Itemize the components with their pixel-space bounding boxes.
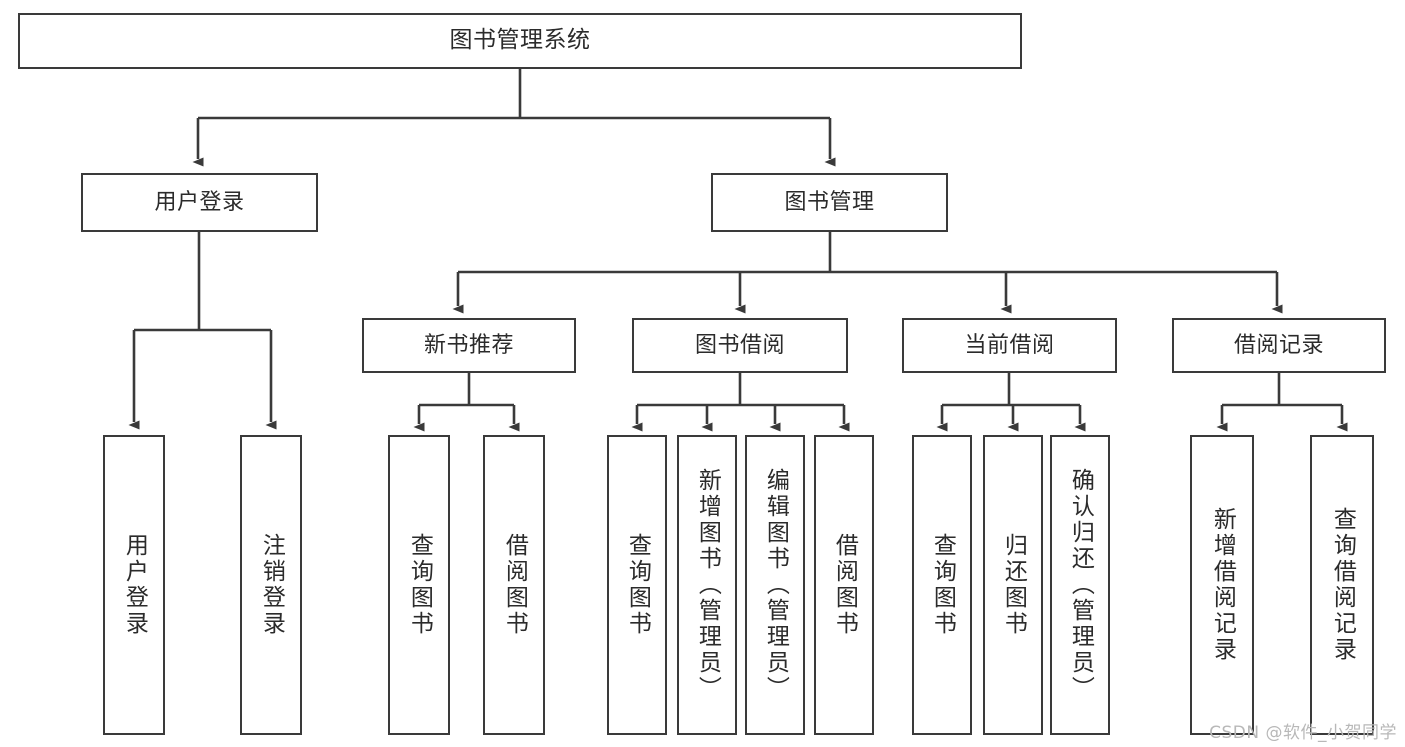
node-leaf-user-logout-label: 注销登录 xyxy=(258,533,285,637)
node-root[interactable]: 图书管理系统 xyxy=(18,13,1022,69)
node-book-borrow[interactable]: 图书借阅 xyxy=(632,318,848,373)
node-leaf-confirm-return-label: 确认归还（管理员） xyxy=(1067,468,1094,702)
node-user-login-label: 用户登录 xyxy=(154,189,245,215)
node-book-borrow-label: 图书借阅 xyxy=(694,332,785,358)
node-leaf-query-record[interactable]: 查询借阅记录 xyxy=(1310,435,1374,735)
node-leaf-return-book-label: 归还图书 xyxy=(1000,533,1027,637)
node-leaf-user-login[interactable]: 用户登录 xyxy=(103,435,165,735)
node-leaf-borrow-book-2-label: 借阅图书 xyxy=(831,533,858,637)
node-leaf-borrow-book-1-label: 借阅图书 xyxy=(501,533,528,637)
node-leaf-return-book[interactable]: 归还图书 xyxy=(983,435,1043,735)
node-leaf-confirm-return[interactable]: 确认归还（管理员） xyxy=(1050,435,1110,735)
node-leaf-add-record[interactable]: 新增借阅记录 xyxy=(1190,435,1254,735)
node-book-manage-label: 图书管理 xyxy=(784,189,875,215)
node-borrow-record[interactable]: 借阅记录 xyxy=(1172,318,1386,373)
node-leaf-user-login-label: 用户登录 xyxy=(121,533,148,637)
node-leaf-edit-book[interactable]: 编辑图书（管理员） xyxy=(745,435,805,735)
node-leaf-query-book-2-label: 查询图书 xyxy=(624,533,651,637)
node-leaf-query-book-2[interactable]: 查询图书 xyxy=(607,435,667,735)
node-leaf-query-record-label: 查询借阅记录 xyxy=(1329,507,1356,663)
node-leaf-query-book-3-label: 查询图书 xyxy=(929,533,956,637)
node-leaf-add-book-label: 新增图书（管理员） xyxy=(694,468,721,702)
node-user-login[interactable]: 用户登录 xyxy=(81,173,318,232)
csdn-watermark: CSDN @软件_小贺同学 xyxy=(1209,723,1397,743)
node-root-label: 图书管理系统 xyxy=(449,27,591,54)
node-book-manage[interactable]: 图书管理 xyxy=(711,173,948,232)
node-new-book-recommend[interactable]: 新书推荐 xyxy=(362,318,576,373)
node-leaf-edit-book-label: 编辑图书（管理员） xyxy=(762,468,789,702)
node-current-borrow-label: 当前借阅 xyxy=(964,332,1055,358)
node-new-book-recommend-label: 新书推荐 xyxy=(423,332,514,358)
node-leaf-add-book[interactable]: 新增图书（管理员） xyxy=(677,435,737,735)
node-leaf-borrow-book-1[interactable]: 借阅图书 xyxy=(483,435,545,735)
node-current-borrow[interactable]: 当前借阅 xyxy=(902,318,1117,373)
node-leaf-query-book-1-label: 查询图书 xyxy=(406,533,433,637)
node-leaf-user-logout[interactable]: 注销登录 xyxy=(240,435,302,735)
node-borrow-record-label: 借阅记录 xyxy=(1233,332,1324,358)
node-leaf-borrow-book-2[interactable]: 借阅图书 xyxy=(814,435,874,735)
node-leaf-query-book-1[interactable]: 查询图书 xyxy=(388,435,450,735)
node-leaf-add-record-label: 新增借阅记录 xyxy=(1209,507,1236,663)
node-leaf-query-book-3[interactable]: 查询图书 xyxy=(912,435,972,735)
